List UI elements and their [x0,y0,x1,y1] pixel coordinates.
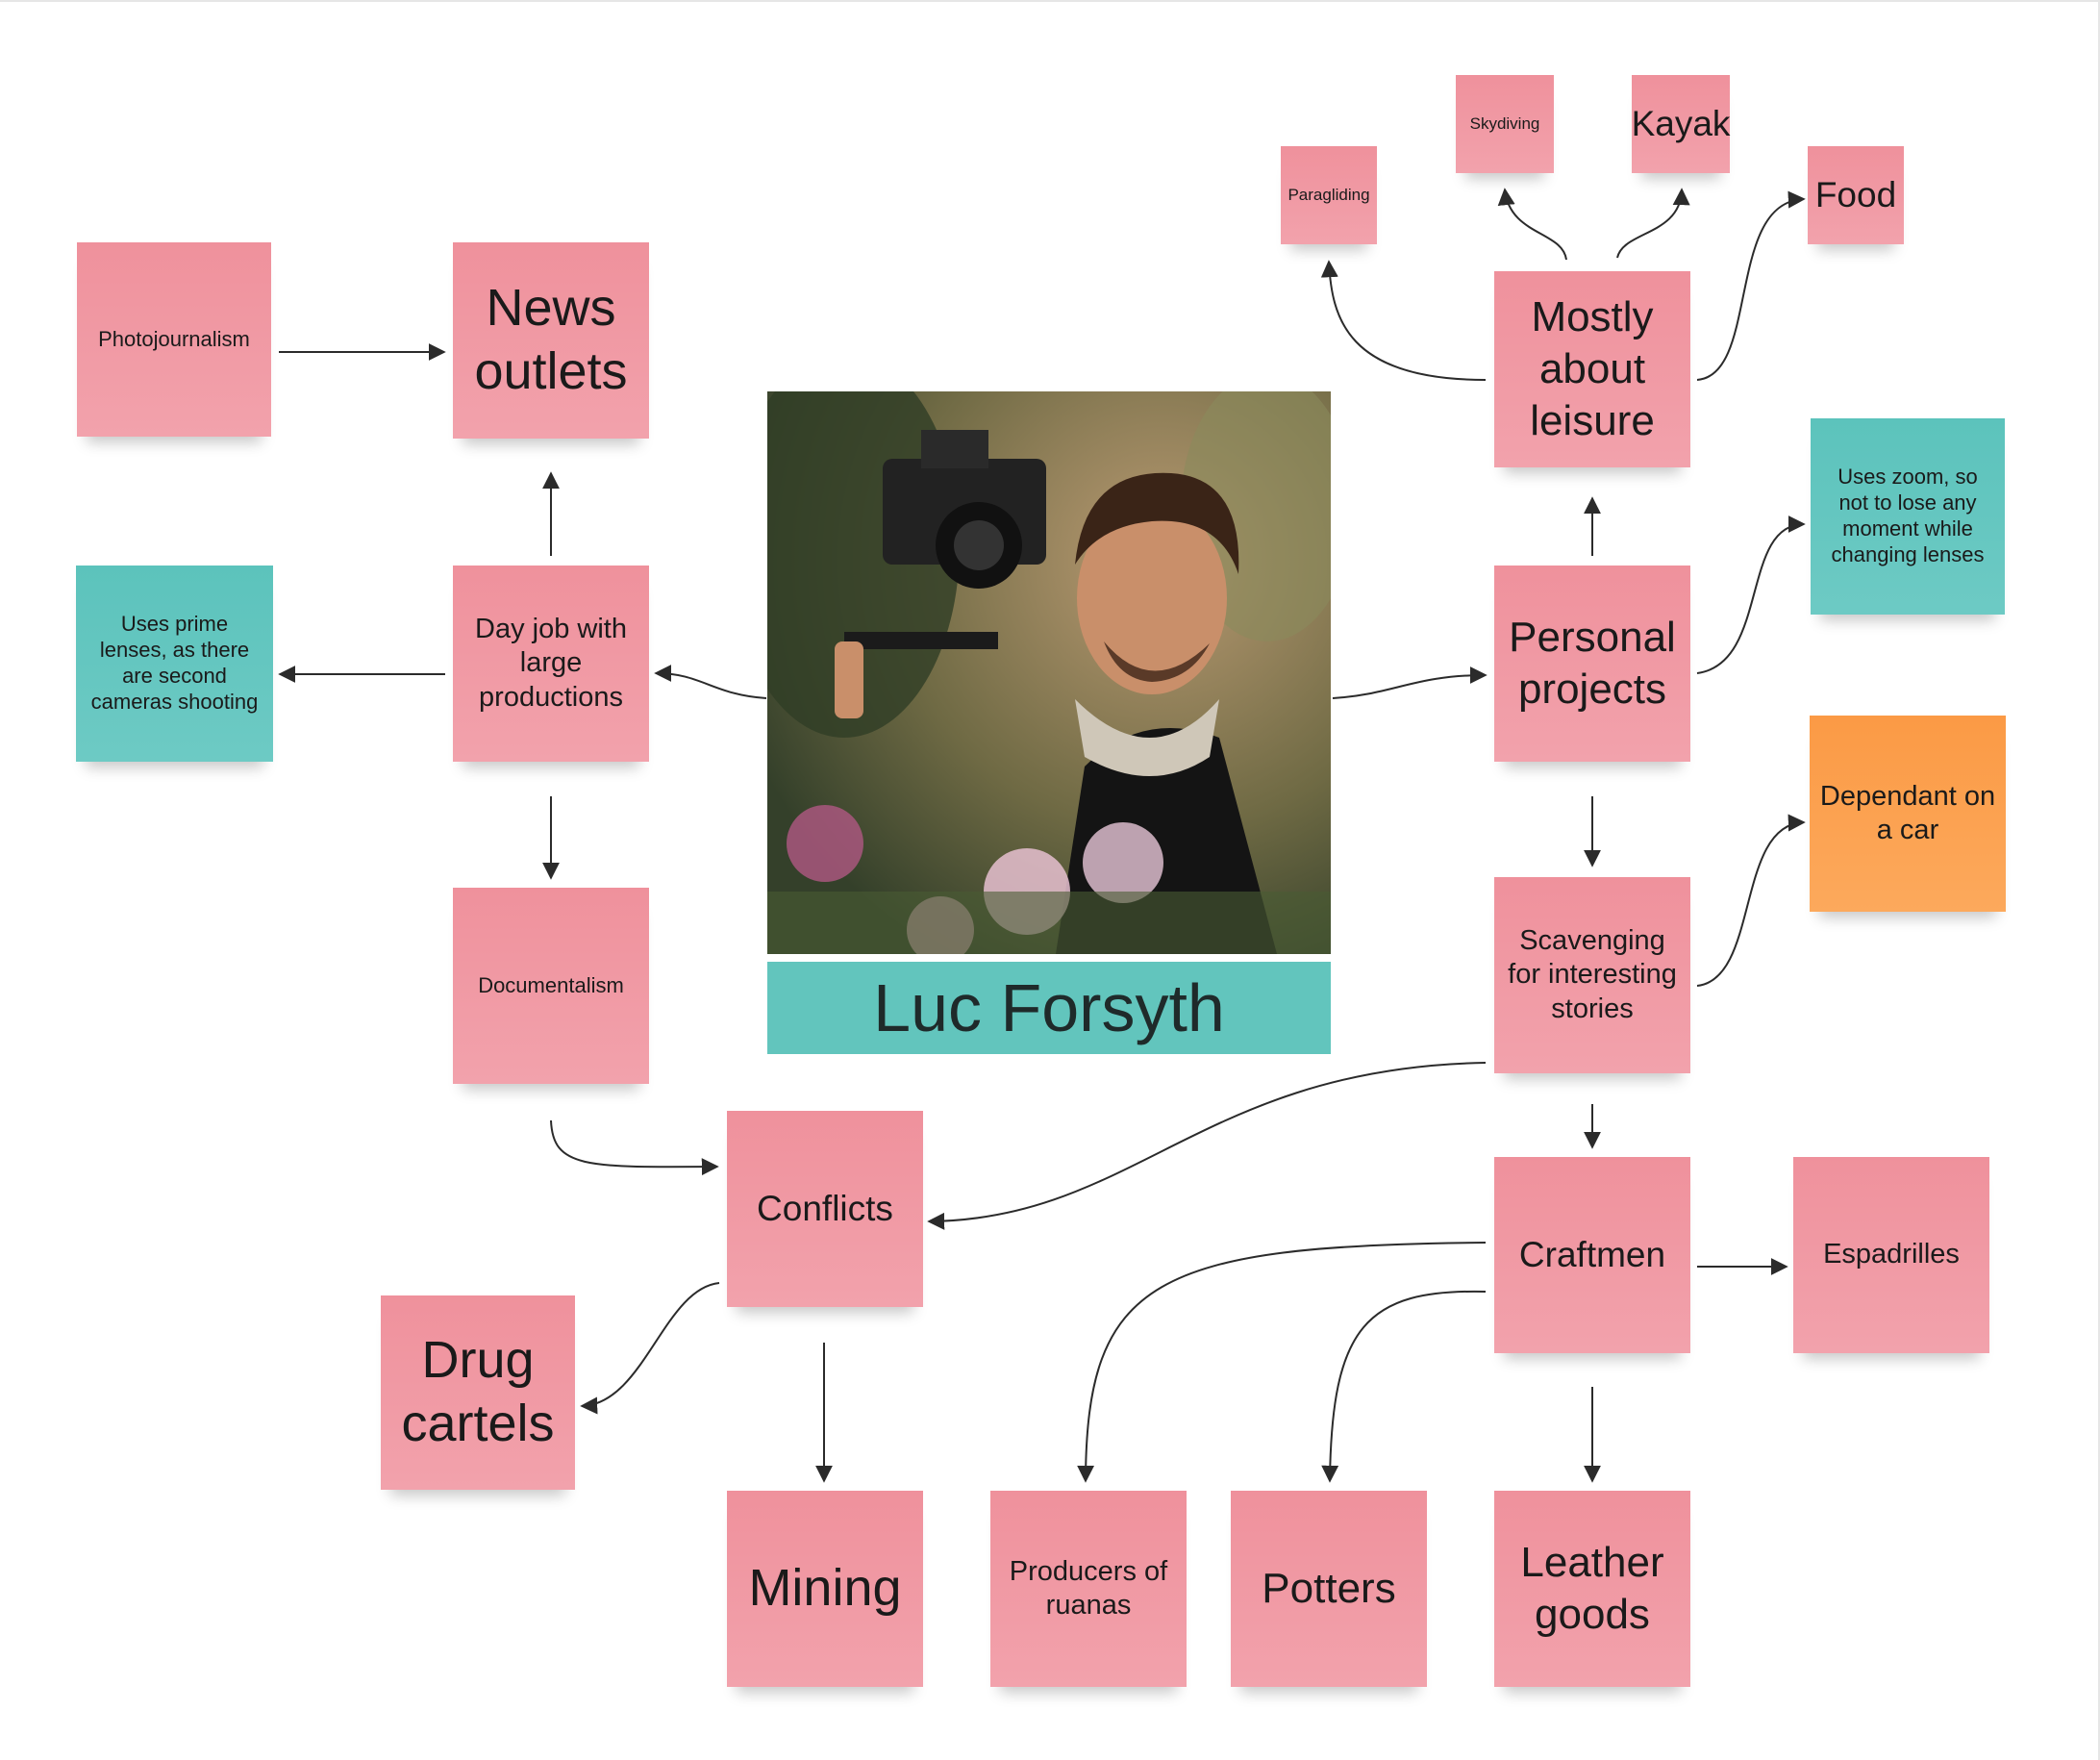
note-espadrilles[interactable]: Espadrilles [1793,1157,1989,1353]
note-documentalism[interactable]: Documentalism [453,888,649,1084]
note-ruanas[interactable]: Producers of ruanas [990,1491,1187,1687]
note-leisure[interactable]: Mostly about leisure [1494,271,1690,467]
note-label: Dependant on a car [1819,780,1996,845]
note-label: Espadrilles [1823,1239,1960,1270]
note-craftmen[interactable]: Craftmen [1494,1157,1690,1353]
arrow-documentalism-to-conflicts [550,1119,719,1176]
note-news-outlets[interactable]: News outlets [453,242,649,439]
note-leather-goods[interactable]: Leather goods [1494,1491,1690,1687]
arrow-craftmen-to-potters [1321,1290,1487,1483]
note-label: Paragliding [1288,185,1370,204]
note-label: Documentalism [478,972,624,997]
note-label: News outlets [474,279,628,400]
note-skydiving[interactable]: Skydiving [1456,75,1554,173]
note-mining[interactable]: Mining [727,1491,923,1687]
note-label: Personal projects [1509,614,1676,713]
note-label: Uses zoom, so not to lose any moment whi… [1831,465,1985,566]
note-label: Mining [748,1559,902,1618]
note-dependant-car[interactable]: Dependant on a car [1810,716,2006,912]
arrow-craftmen-to-ruanas [1077,1242,1487,1483]
note-label: Kayak [1631,104,1731,144]
note-drug-cartels[interactable]: Drug cartels [381,1295,575,1490]
note-label: Potters [1262,1565,1396,1613]
note-scavenging[interactable]: Scavenging for interesting stories [1494,877,1690,1073]
arrow-leisure-to-paragliding [1320,260,1487,381]
person-name: Luc Forsyth [873,970,1225,1045]
arrow-photo-to-dayjob [654,665,767,699]
note-label: Skydiving [1469,113,1540,133]
note-label: Day job with large productions [475,613,627,713]
note-label: Food [1814,175,1897,215]
top-border [0,0,2100,2]
note-prime-lenses[interactable]: Uses prime lenses, as there are second c… [76,566,273,762]
note-potters[interactable]: Potters [1231,1491,1427,1687]
note-label: Photojournalism [98,326,250,351]
note-paragliding[interactable]: Paragliding [1281,146,1377,244]
note-label: Leather goods [1520,1539,1664,1638]
right-border [2098,0,2100,1760]
note-label: Uses prime lenses, as there are second c… [90,612,259,714]
note-day-job[interactable]: Day job with large productions [453,566,649,762]
note-label: Drug cartels [401,1331,555,1452]
note-label: Mostly about leisure [1530,293,1655,444]
arrow-leisure-to-skydiving [1497,188,1567,261]
portrait-photo [767,391,1331,954]
portrait-illustration [767,391,1331,954]
note-kayak[interactable]: Kayak [1632,75,1730,173]
arrow-photo-to-personal [1332,666,1488,699]
note-food[interactable]: Food [1808,146,1904,244]
name-banner: Luc Forsyth [767,962,1331,1054]
note-label: Craftmen [1518,1235,1666,1275]
note-photojournalism[interactable]: Photojournalism [77,242,271,437]
arrow-leisure-to-kayak [1616,188,1690,259]
note-personal-projects[interactable]: Personal projects [1494,566,1690,762]
arrow-scavenging-to-conflicts [927,1062,1487,1230]
arrow-scavenging-to-car [1696,814,1806,987]
note-label: Scavenging for interesting stories [1508,924,1677,1024]
note-label: Conflicts [757,1189,893,1229]
note-label: Producers of ruanas [1009,1555,1168,1621]
note-conflicts[interactable]: Conflicts [727,1111,923,1307]
arrow-leisure-to-food [1696,190,1806,381]
note-zoom[interactable]: Uses zoom, so not to lose any moment whi… [1811,418,2005,615]
arrow-personal-to-zoom [1696,515,1806,674]
arrow-conflicts-to-cartels [580,1282,720,1415]
